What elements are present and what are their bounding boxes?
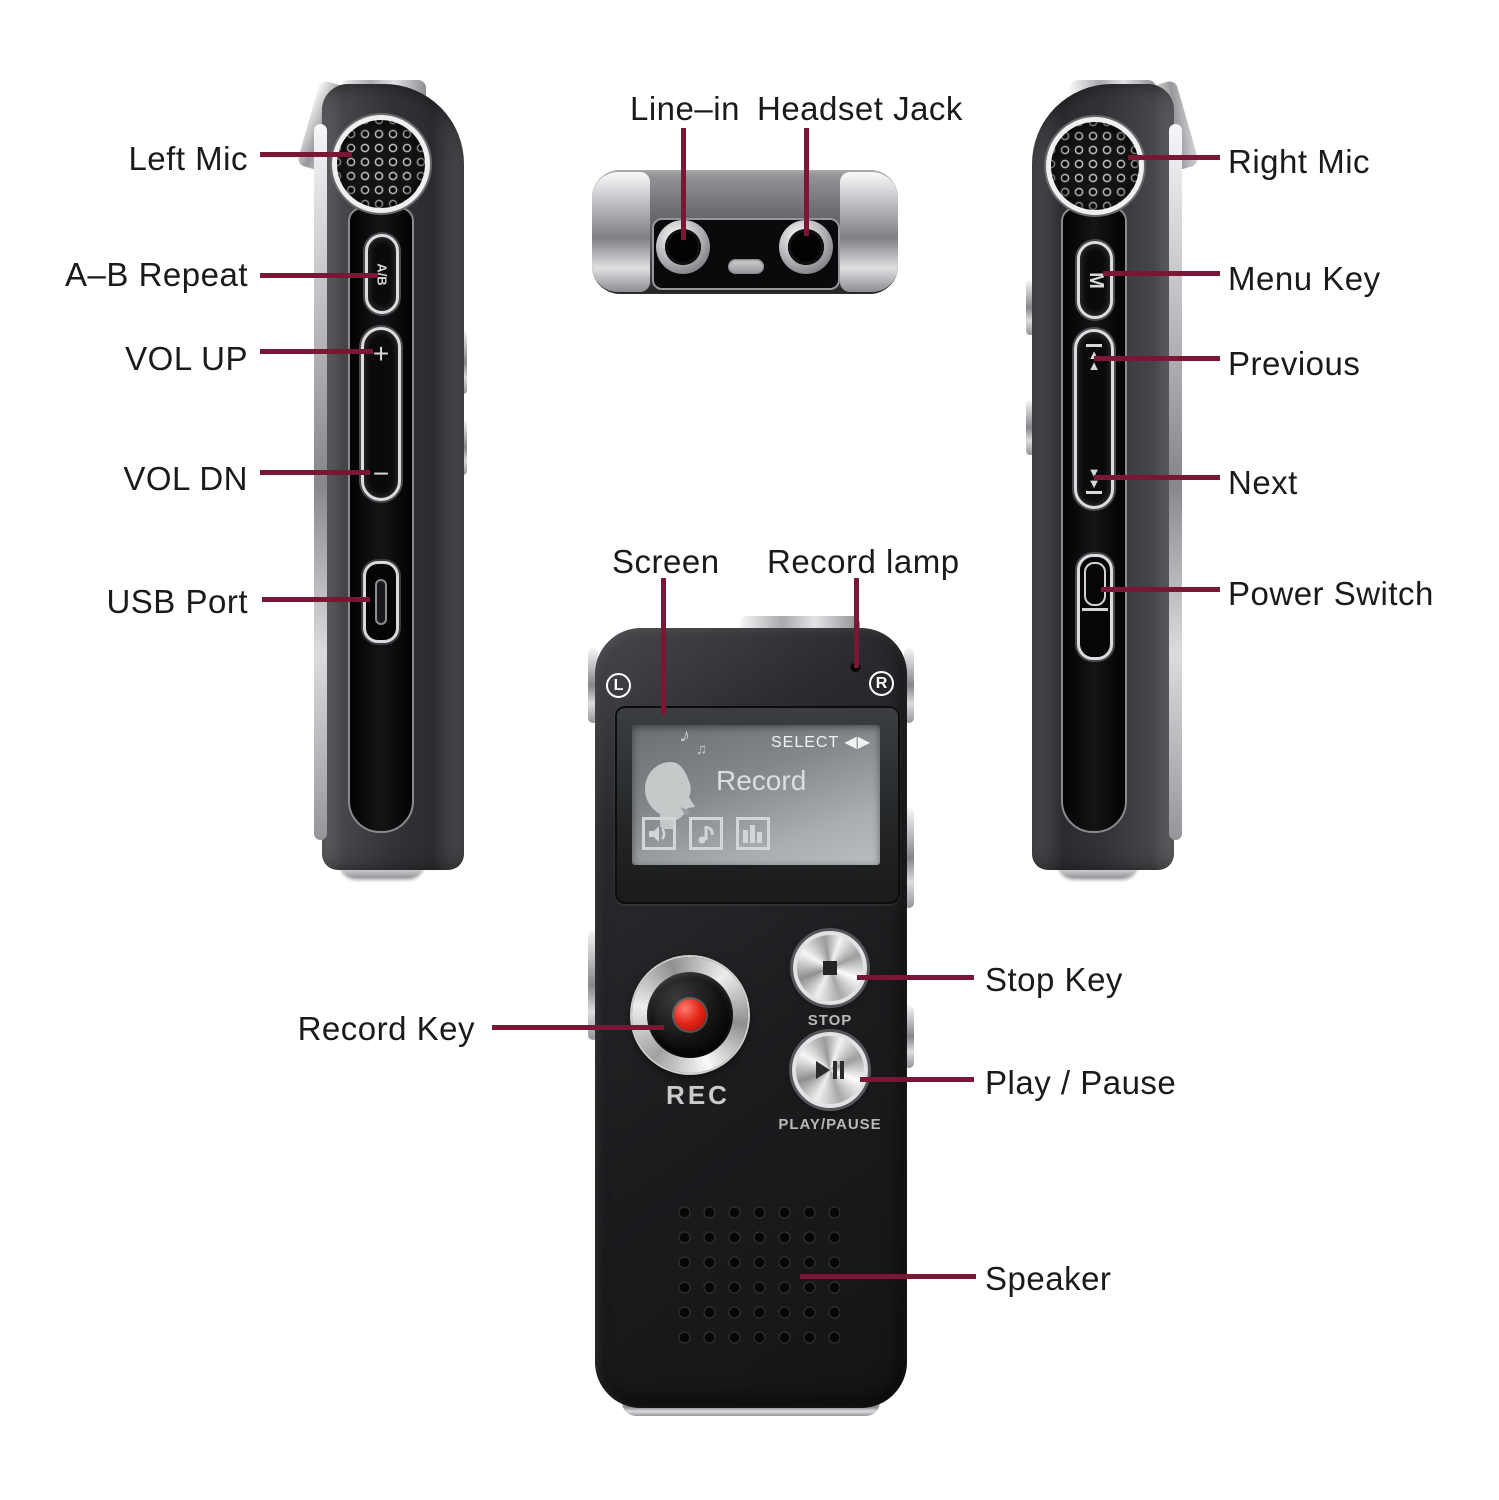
label-speaker: Speaker [985, 1260, 1112, 1297]
screen: SELECT ◀▶ ♪ ♫ Record [615, 706, 900, 904]
leader-line-ab-repeat [260, 273, 378, 278]
left-channel-marker: L [606, 673, 631, 698]
label-usb-port: USB Port [106, 583, 248, 620]
label-line-in: Line–in [630, 90, 740, 127]
edge-sliver [904, 808, 914, 908]
music-mode-icon [689, 817, 723, 850]
left-mic [332, 115, 430, 213]
voice-mode-icon [642, 817, 676, 850]
label-record-key: Record Key [297, 1010, 475, 1047]
vol-down-glyph: − [372, 458, 390, 489]
label-next: Next [1228, 464, 1298, 501]
edge-sliver [904, 1005, 914, 1068]
rec-label: REC [666, 1080, 730, 1110]
label-left-mic: Left Mic [128, 140, 248, 177]
next-icon: ▼ ▼ [1086, 466, 1102, 496]
label-menu-key: Menu Key [1228, 260, 1381, 297]
lanyard-slot [728, 259, 764, 274]
power-switch [1077, 554, 1113, 660]
arrow-left-icon: ◀ [844, 734, 858, 751]
usb-slot [375, 579, 387, 625]
leader-line-vol-dn [260, 470, 370, 475]
label-stop-key: Stop Key [985, 961, 1123, 998]
leader-line-next [1094, 475, 1220, 480]
radio-mode-icon [736, 817, 770, 850]
leader-line-right-mic [1128, 155, 1220, 160]
label-previous: Previous [1228, 345, 1361, 382]
play-pause-icon [816, 1061, 844, 1079]
right-mic [1046, 117, 1144, 215]
label-headset-jack: Headset Jack [757, 90, 963, 127]
stop-label: STOP [807, 1012, 853, 1029]
stop-button [793, 931, 867, 1005]
chrome-cap-right [840, 172, 898, 292]
label-vol-up: VOL UP [125, 340, 248, 377]
leader-line-screen [661, 578, 666, 715]
side-control-strip: M ▲ ▲ ▼ ▼ [1061, 207, 1127, 833]
side-nub [1026, 280, 1036, 335]
music-note-icon: ♫ [696, 741, 708, 758]
leader-line-menu [1103, 271, 1220, 276]
label-ab-repeat: A–B Repeat [65, 256, 248, 293]
recorder-top-view [592, 170, 898, 294]
stop-square-icon [823, 961, 837, 975]
recorder-left-side-view: A/B + − [296, 79, 468, 878]
label-screen: Screen [612, 543, 720, 580]
arrow-right-icon: ▶ [857, 734, 871, 751]
vol-up-glyph: + [372, 338, 390, 369]
speaker-grille [670, 1198, 840, 1346]
play-pause-label: PLAY/PAUSE [778, 1116, 882, 1133]
music-note-icon: ♪ [677, 725, 693, 748]
leader-line-previous [1094, 356, 1220, 361]
speaking-person-icon [645, 762, 695, 829]
side-control-strip: A/B + − [348, 207, 414, 833]
select-hint: SELECT ◀▶ [770, 734, 871, 751]
record-dot-icon [674, 999, 706, 1031]
volume-rocker: + − [361, 327, 401, 501]
recorder-front-view: L R SELECT ◀▶ ♪ ♫ Record [588, 616, 914, 1420]
leader-line-usb [262, 597, 370, 602]
chrome-cap-left [592, 172, 650, 292]
right-channel-marker: R [869, 671, 894, 696]
usb-port [363, 561, 399, 643]
side-nub [1026, 400, 1036, 455]
edge-sliver [588, 930, 598, 1040]
label-record-lamp: Record lamp [767, 543, 960, 580]
label-power-switch: Power Switch [1228, 575, 1434, 612]
leader-line-stop-key [857, 975, 974, 980]
label-right-mic: Right Mic [1228, 143, 1371, 180]
leader-line-vol-up [260, 349, 373, 354]
leader-line-left-mic [260, 152, 352, 157]
record-button [632, 957, 748, 1073]
edge-sliver [904, 648, 914, 723]
leader-line-power [1101, 587, 1220, 592]
menu-button: M [1077, 241, 1113, 319]
leader-line-speaker [800, 1274, 976, 1279]
chrome-edge [314, 124, 327, 840]
lcd-display: SELECT ◀▶ ♪ ♫ Record [632, 725, 880, 865]
chrome-edge [1169, 124, 1182, 840]
leader-line-lamp [854, 578, 859, 668]
power-switch-knob [1084, 562, 1106, 606]
leader-line-record-key [492, 1025, 664, 1030]
leader-line-line-in [681, 128, 686, 240]
leader-line-play-pause [860, 1077, 974, 1082]
leader-line-headset [804, 128, 809, 236]
screen-mode-title: Record [716, 765, 807, 796]
label-play-pause: Play / Pause [985, 1064, 1177, 1101]
play-pause-button [792, 1032, 868, 1108]
label-vol-dn: VOL DN [123, 460, 248, 497]
edge-sliver [588, 648, 598, 723]
